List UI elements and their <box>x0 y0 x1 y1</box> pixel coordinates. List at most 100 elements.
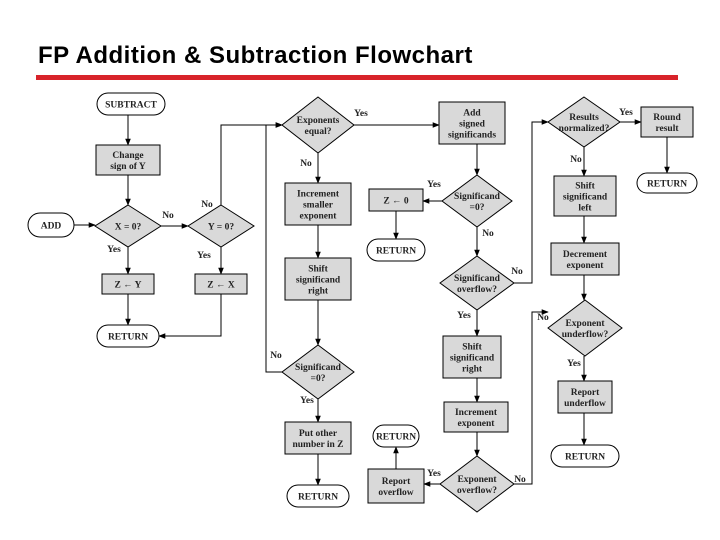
node-label: number in Z <box>292 440 343 450</box>
edge-label-no: No <box>270 351 282 361</box>
slide-title: FP Addition & Subtraction Flowchart <box>38 42 473 69</box>
node-shape <box>372 424 420 448</box>
edge-label-yes: Yes <box>427 469 441 479</box>
node-label: exponent <box>567 261 605 271</box>
node-add: ADD <box>27 212 75 238</box>
node-label: normalized? <box>559 124 610 134</box>
node-label: signed <box>459 120 486 130</box>
node-label: Change <box>112 151 143 161</box>
node-significand-zero-1: Significand=0? <box>281 344 355 400</box>
node-label: Z ← 0 <box>383 197 409 207</box>
node-label: underflow? <box>562 330 609 340</box>
node-label: =0? <box>311 374 326 384</box>
edge-y-zero-no-to-exponents-equal <box>220 122 283 205</box>
edge-significand-zero-1-no-loop <box>265 122 283 373</box>
node-label: Exponent <box>457 475 497 485</box>
node-label: Report <box>571 388 600 398</box>
node-shape <box>441 174 513 228</box>
node-label: Shift <box>308 265 328 275</box>
node-label: RETURN <box>647 180 687 190</box>
node-label: exponent <box>300 212 338 222</box>
node-label: overflow? <box>457 486 497 496</box>
edge-label-yes: Yes <box>457 311 471 321</box>
edge-label-yes: Yes <box>107 245 121 255</box>
node-shape <box>367 468 425 504</box>
node-shape <box>438 101 506 145</box>
node-label: significand <box>296 276 341 286</box>
node-label: Significand <box>454 274 501 284</box>
node-label: Increment <box>297 190 340 200</box>
node-shape <box>439 255 515 311</box>
node-label: smaller <box>303 201 334 211</box>
node-label: RETURN <box>376 247 416 257</box>
node-shape <box>368 188 424 212</box>
node-label: Increment <box>455 408 498 418</box>
edge-label-no: No <box>162 211 174 221</box>
node-significand-zero-2: Significand=0? <box>441 174 513 228</box>
node-shape <box>101 273 155 295</box>
edge-label-yes: Yes <box>354 109 368 119</box>
edge-label-yes: Yes <box>300 396 314 406</box>
node-shape <box>443 401 509 433</box>
node-shape <box>96 324 160 348</box>
node-label: Round <box>653 113 681 123</box>
node-z-from-y: Z ← Y <box>101 273 155 295</box>
node-return-5: RETURN <box>636 172 698 194</box>
node-shape <box>284 182 352 226</box>
node-shape <box>284 421 352 455</box>
node-subtract: SUBTRACT <box>96 92 166 116</box>
node-shape <box>94 204 162 248</box>
node-label: significand <box>450 354 495 364</box>
node-label: right <box>462 365 483 375</box>
node-label: Y = 0? <box>208 223 234 233</box>
node-label: overflow <box>378 488 413 498</box>
node-label: sign of Y <box>110 162 146 172</box>
node-label: overflow? <box>457 285 497 295</box>
node-shape <box>194 273 248 295</box>
edge-z-from-x-to-return-1 <box>158 294 222 339</box>
node-shape <box>553 175 617 217</box>
node-label: underflow <box>564 399 606 409</box>
edge-label-no: No <box>511 267 523 277</box>
edge-label-no: No <box>570 155 582 165</box>
node-shape <box>557 380 613 414</box>
node-shape <box>439 455 515 513</box>
node-x-zero: X = 0? <box>94 204 162 248</box>
node-label: RETURN <box>376 433 416 443</box>
edge-label-no: No <box>201 200 213 210</box>
node-return-2: RETURN <box>286 484 350 508</box>
node-label: Exponents <box>297 116 340 126</box>
node-label: Report <box>382 477 411 487</box>
node-label: Significand <box>295 363 342 373</box>
edge-label-yes: Yes <box>197 251 211 261</box>
node-return-4: RETURN <box>372 424 420 448</box>
edge-exponent-overflow-no-loop <box>514 309 549 485</box>
title-rule <box>36 75 678 80</box>
node-shape <box>95 144 161 176</box>
edge-label-no: No <box>537 313 549 323</box>
node-label: Add <box>463 109 481 119</box>
node-return-6: RETURN <box>550 444 620 468</box>
node-shape <box>550 444 620 468</box>
node-label: Shift <box>575 182 595 192</box>
edge-label-yes: Yes <box>619 108 633 118</box>
node-label: right <box>308 287 329 297</box>
node-label: SUBTRACT <box>105 101 157 111</box>
node-label: Put other <box>299 429 338 439</box>
node-shape <box>547 96 621 148</box>
node-shape <box>281 344 355 400</box>
node-label: result <box>655 124 679 134</box>
